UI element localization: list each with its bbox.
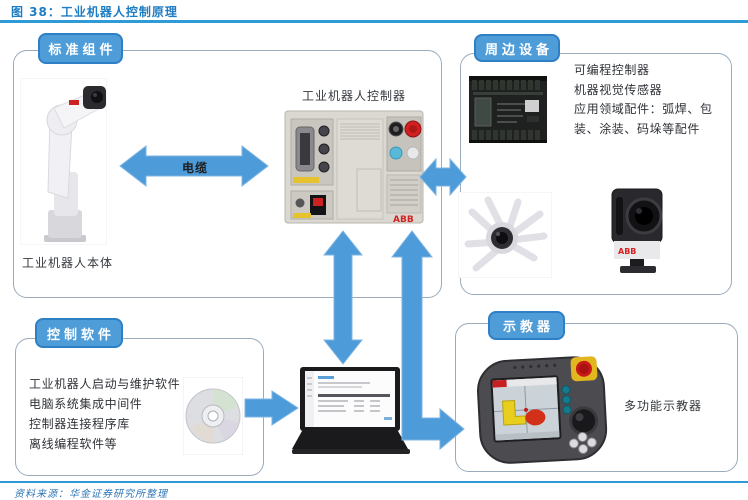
camera-abb-logo: ABB — [618, 247, 636, 256]
laptop-icon — [292, 367, 410, 454]
plc-image — [467, 72, 549, 148]
peripheral-text: 可编程控制器 机器视觉传感器 应用领域配件：弧焊、包装、涂装、码垛等配件 — [574, 61, 724, 139]
cd-icon — [183, 377, 243, 455]
figure-title: 图 38：工业机器人控制原理 — [11, 5, 178, 19]
peripheral-line-2: 机器视觉传感器 — [574, 82, 663, 97]
cable-arrow-label: 电缆 — [181, 161, 208, 175]
control-software-label: 控制软件 — [35, 318, 123, 348]
controller-icon: ABB — [283, 107, 425, 228]
standard-components-label: 标准组件 — [38, 33, 123, 64]
controller-abb-logo: ABB — [393, 215, 414, 225]
software-line-2: 电脑系统集成中间件 — [29, 397, 143, 411]
bottom-divider-line — [0, 481, 748, 483]
laptop-image — [292, 367, 410, 455]
software-line-3: 控制器连接程序库 — [29, 417, 130, 431]
software-text: 工业机器人启动与维护软件 电脑系统集成中间件 控制器连接程序库 离线编程软件等 — [29, 374, 207, 454]
controller-caption: 工业机器人控制器 — [301, 89, 406, 103]
teach-pendant-caption: 多功能示教器 — [624, 399, 703, 413]
peripheral-devices-label: 周边设备 — [474, 34, 560, 62]
source-note: 资料来源：华金证券研究所整理 — [14, 489, 168, 500]
gripper-tool-icon — [458, 192, 552, 278]
gripper-tool-image — [458, 192, 552, 278]
robot-arm-icon — [20, 78, 107, 245]
software-line-1: 工业机器人启动与维护软件 — [29, 377, 181, 391]
peripheral-line-1: 可编程控制器 — [574, 63, 650, 77]
robot-arm-image — [20, 78, 107, 245]
teach-pendant-icon — [473, 343, 618, 467]
software-line-4: 离线编程软件等 — [29, 437, 118, 451]
teach-pendant-image — [473, 343, 618, 467]
plc-icon — [467, 72, 549, 148]
top-divider-line — [0, 20, 748, 23]
controller-image: ABB — [283, 107, 425, 228]
robot-caption: 工业机器人本体 — [22, 256, 114, 270]
cd-image — [183, 377, 243, 455]
peripheral-line-3: 应用领域配件：弧焊、包装、涂装、码垛等配件 — [574, 102, 713, 136]
vision-camera-icon: ABB — [606, 181, 670, 278]
teach-pendant-label: 示教器 — [488, 311, 565, 340]
vision-camera-image: ABB — [606, 181, 670, 278]
